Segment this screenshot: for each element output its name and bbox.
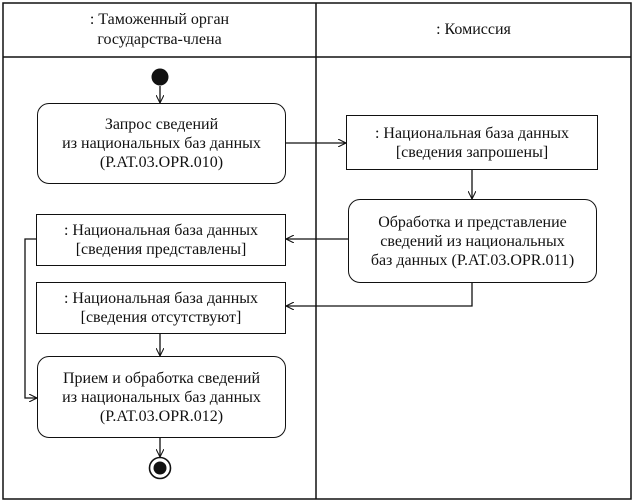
- action-request-line-3: (P.AT.03.OPR.010): [99, 154, 224, 171]
- action-receive-line-1: Прием и обработка сведений: [62, 369, 261, 387]
- flow-processing-to-absent: [286, 283, 473, 306]
- object-absent-line-2: [сведения отсутствуют]: [80, 309, 242, 326]
- object-database-requested: : Национальная база данных [сведения зап…: [346, 115, 598, 170]
- final-node-inner: [153, 461, 167, 475]
- object-provided-line-1: : Национальная база данных: [63, 222, 259, 239]
- action-processing-line-3: баз данных (P.AT.03.OPR.011): [370, 251, 575, 269]
- object-provided-line-2: [сведения представлены]: [75, 241, 247, 258]
- object-requested-line-2: [сведения запрошены]: [395, 143, 549, 161]
- lane-header-commission: : Комиссия: [316, 3, 631, 57]
- object-database-provided: : Национальная база данных [сведения пре…: [36, 214, 286, 266]
- action-processing-line-1: Обработка и представление: [378, 213, 567, 231]
- flow-provided-to-receive: [24, 238, 37, 398]
- lane-header-commission-line-1: : Комиссия: [436, 21, 511, 38]
- action-receive-line-3: (P.AT.03.OPR.012): [99, 407, 224, 425]
- object-database-absent: : Национальная база данных [сведения отс…: [36, 282, 286, 334]
- action-request-line-2: из национальных баз данных: [62, 135, 261, 152]
- action-request-info: Запрос сведений из национальных баз данн…: [37, 103, 286, 184]
- object-requested-line-1: : Национальная база данных: [374, 124, 570, 142]
- action-request-line-1: Запрос сведений: [104, 116, 219, 133]
- initial-node: [151, 68, 169, 86]
- action-process-and-provide: Обработка и представление сведений из на…: [348, 199, 597, 283]
- action-receive-line-2: из национальных баз данных: [62, 388, 261, 406]
- object-absent-line-1: : Национальная база данных: [63, 290, 259, 307]
- lane-header-customs-line-1: : Таможенный орган: [89, 11, 230, 28]
- action-processing-line-2: сведений из национальных: [380, 232, 565, 250]
- action-receive-and-process: Прием и обработка сведений из национальн…: [37, 356, 286, 438]
- lane-header-customs: : Таможенный орган государства-члена: [3, 3, 316, 57]
- lane-header-customs-line-2: государства-члена: [97, 31, 222, 48]
